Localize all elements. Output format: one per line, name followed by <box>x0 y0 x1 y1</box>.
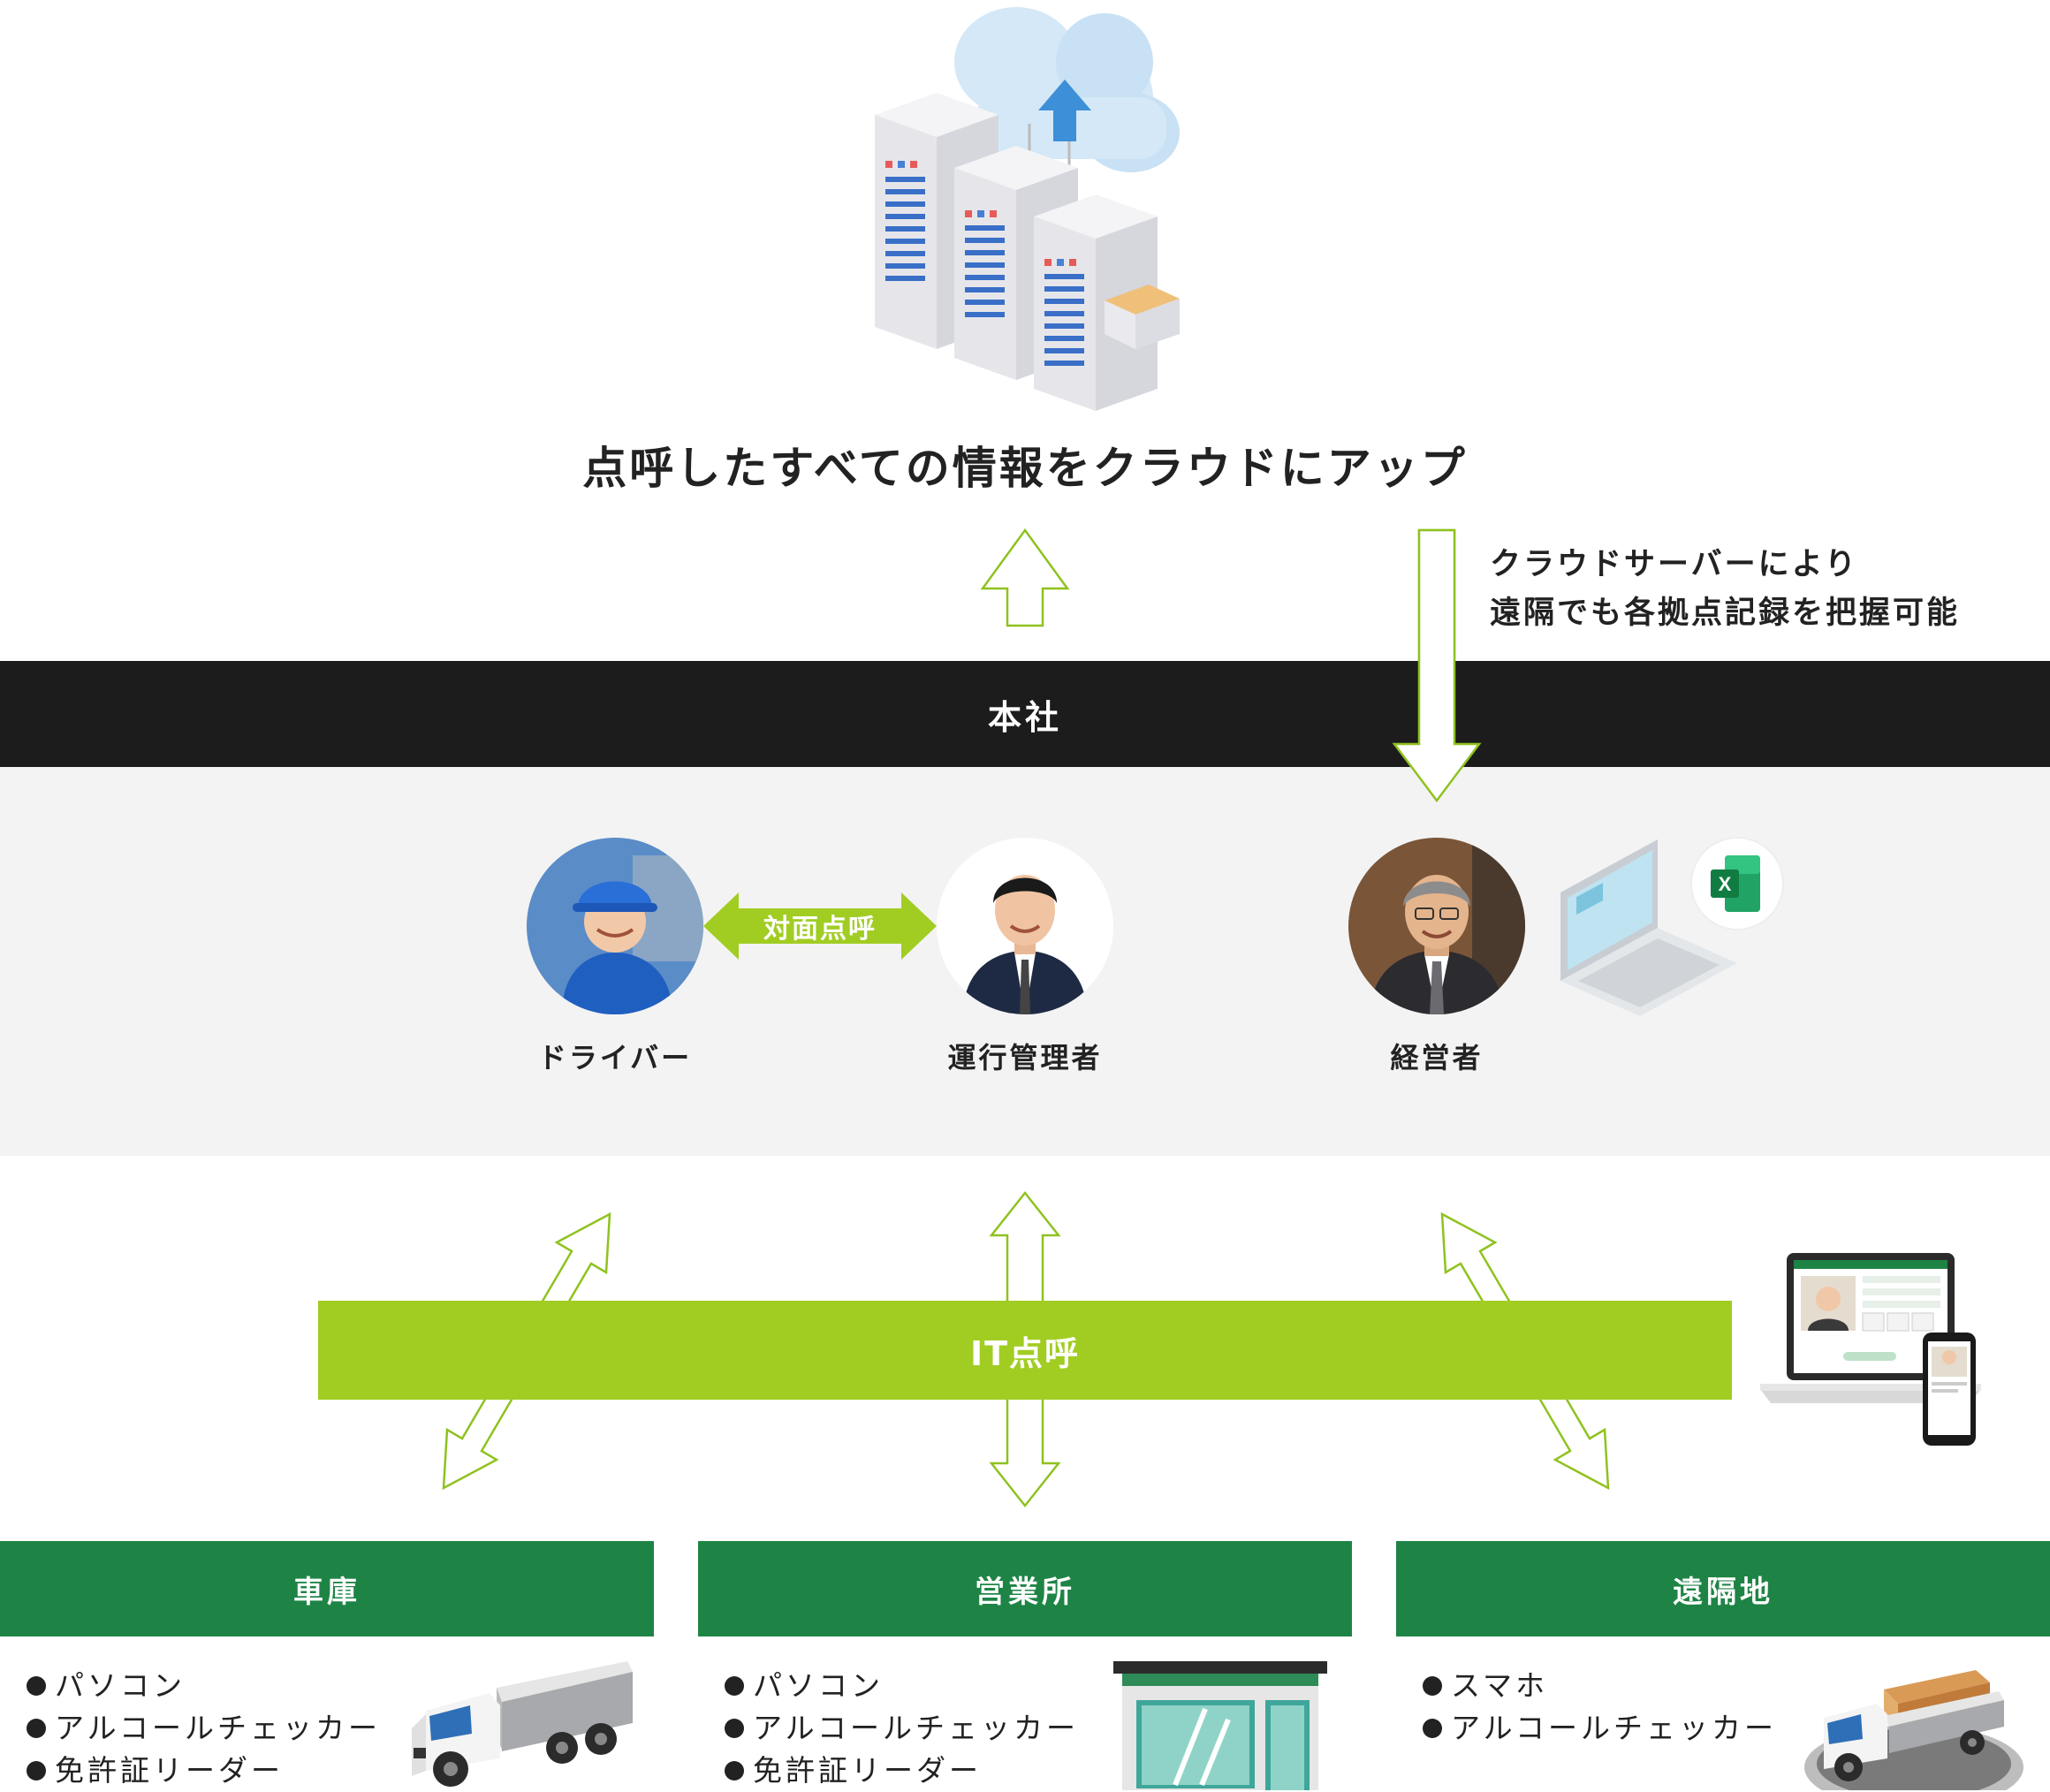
site-office-list: パソコン アルコールチェッカー 免許証リーダー <box>725 1665 1079 1792</box>
office-building-icon <box>1113 1661 1327 1790</box>
download-outline-arrow-icon <box>1392 528 1482 802</box>
hq-header: 本社 <box>0 661 2050 767</box>
manager-photo-icon <box>937 838 1113 1014</box>
list-item: パソコン <box>27 1665 381 1707</box>
bullet-icon <box>725 1761 744 1781</box>
it-roll-call-bar: IT点呼 <box>318 1301 1732 1400</box>
site-office-header: 営業所 <box>698 1541 1352 1636</box>
bullet-icon <box>1423 1719 1442 1738</box>
list-item: スマホ <box>1423 1665 1777 1707</box>
list-item: 免許証リーダー <box>27 1750 381 1792</box>
excel-icon: X <box>1690 837 1784 930</box>
upload-arrow-icon <box>1038 80 1091 141</box>
manager-label: 運行管理者 <box>947 1041 1103 1074</box>
list-item: アルコールチェッカー <box>1423 1707 1777 1750</box>
devices-illustration <box>1760 1253 1981 1446</box>
cloud-note-line1: クラウドサーバーにより <box>1490 547 1858 582</box>
list-item: 免許証リーダー <box>725 1750 1079 1792</box>
site-remote-header: 遠隔地 <box>1396 1541 2050 1636</box>
smartphone-icon <box>1923 1333 1976 1446</box>
bullet-icon <box>1423 1676 1442 1696</box>
excel-letter: X <box>1719 873 1732 895</box>
cloud-server-illustration <box>875 7 1180 411</box>
laptop-icon <box>1560 839 1737 1016</box>
site-remote-list: スマホ アルコールチェッカー <box>1423 1665 1777 1750</box>
manager-avatar <box>937 838 1113 1014</box>
laptop-icon <box>1760 1253 1981 1403</box>
list-item: パソコン <box>725 1665 1079 1707</box>
server-rack-icon <box>1034 194 1180 411</box>
bullet-icon <box>27 1761 46 1781</box>
driver-photo-icon <box>527 838 703 1014</box>
driver-avatar <box>527 838 703 1014</box>
laptop-excel-illustration: X <box>1560 837 1784 1016</box>
upload-outline-arrow-icon <box>980 528 1070 627</box>
list-item: アルコールチェッカー <box>27 1707 381 1750</box>
face-to-face-label: 対面点呼 <box>763 914 877 945</box>
cloud-title: 点呼したすべての情報をクラウドにアップ <box>582 443 1468 494</box>
driver-label: ドライバー <box>537 1041 693 1074</box>
cloud-note-line2: 遠隔でも各拠点記録を把握可能 <box>1490 596 1961 631</box>
cloud-icon <box>954 7 1180 172</box>
loaded-truck-icon <box>1804 1670 2023 1790</box>
cloud-note: クラウドサーバーにより 遠隔でも各拠点記録を把握可能 <box>1490 541 1960 638</box>
executive-avatar <box>1348 838 1525 1014</box>
face-to-face-arrow-icon <box>703 892 937 960</box>
bullet-icon <box>725 1676 744 1696</box>
bullet-icon <box>27 1676 46 1696</box>
site-garage-header: 車庫 <box>0 1541 654 1636</box>
truck-icon <box>412 1661 633 1787</box>
list-item: アルコールチェッカー <box>725 1707 1079 1750</box>
bullet-icon <box>725 1719 744 1738</box>
executive-label: 経営者 <box>1390 1041 1484 1074</box>
site-garage-list: パソコン アルコールチェッカー 免許証リーダー <box>27 1665 381 1792</box>
executive-photo-icon <box>1348 838 1525 1014</box>
bullet-icon <box>27 1719 46 1738</box>
